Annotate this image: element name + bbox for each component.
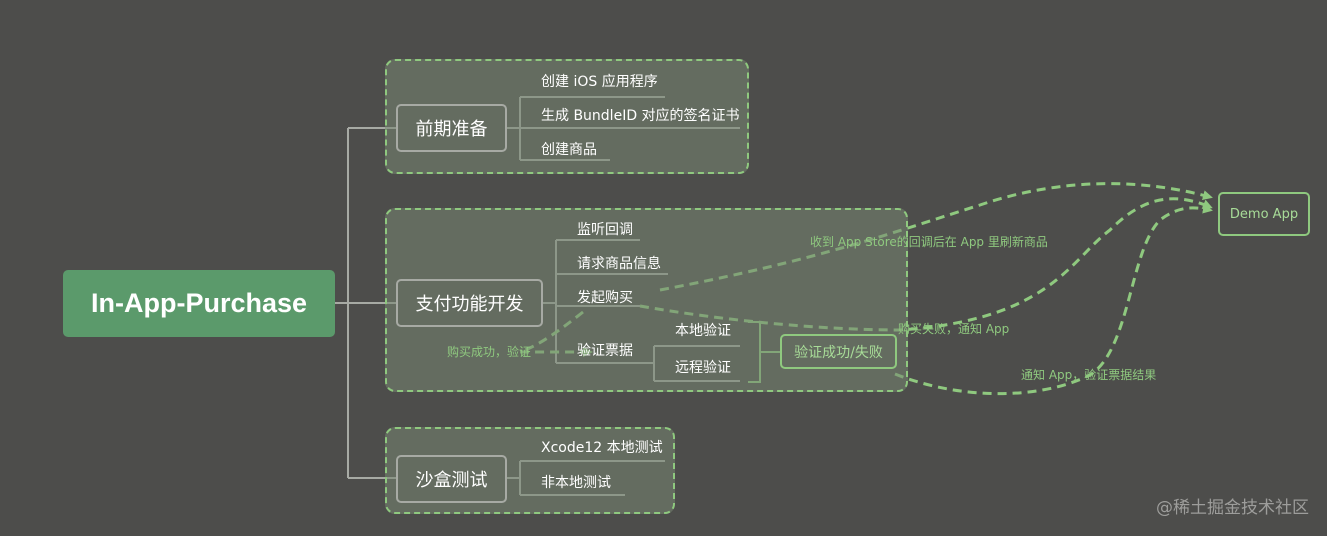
topic-payment-dev[interactable]: 支付功能开发 [396, 279, 543, 327]
group-preparation [385, 59, 749, 174]
item-bundle-id-cert[interactable]: 生成 BundleID 对应的签名证书 [541, 108, 740, 124]
item-local-verify[interactable]: 本地验证 [675, 323, 731, 339]
topic-preparation[interactable]: 前期准备 [396, 104, 507, 152]
item-listen-callback[interactable]: 监听回调 [577, 222, 633, 238]
item-create-ios-app[interactable]: 创建 iOS 应用程序 [541, 74, 658, 90]
group-sandbox-test [385, 427, 675, 514]
group-payment-dev [385, 208, 908, 392]
annotation-verify-notify: 通知 App，验证票据结果 [1021, 368, 1157, 382]
item-start-purchase[interactable]: 发起购买 [577, 290, 633, 306]
annotation-refresh: 收到 App Store的回调后在 App 里刷新商品 [810, 235, 1048, 249]
item-remote-verify[interactable]: 远程验证 [675, 360, 731, 376]
item-xcode12-local-test[interactable]: Xcode12 本地测试 [541, 440, 663, 456]
item-create-product[interactable]: 创建商品 [541, 142, 597, 158]
item-non-local-test[interactable]: 非本地测试 [541, 475, 611, 491]
root-node[interactable]: In-App-Purchase [63, 270, 335, 337]
annotation-purchase-success: 购买成功，验证 [447, 345, 532, 359]
demo-app-node[interactable]: Demo App [1218, 192, 1310, 236]
item-request-products[interactable]: 请求商品信息 [577, 256, 661, 272]
verify-result-node[interactable]: 验证成功/失败 [780, 334, 897, 369]
topic-sandbox-test[interactable]: 沙盒测试 [396, 455, 507, 503]
annotation-purchase-fail: 购买失败，通知 App [898, 322, 1010, 336]
watermark: @稀土掘金技术社区 [1156, 498, 1309, 518]
item-verify-receipt[interactable]: 验证票据 [577, 343, 633, 359]
